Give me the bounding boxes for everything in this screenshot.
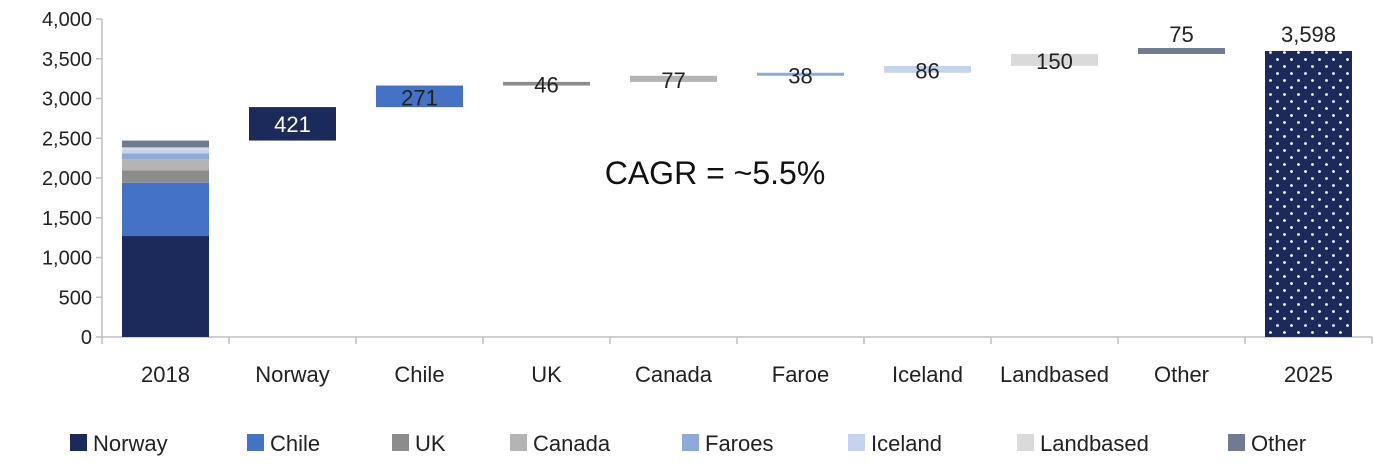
y-tick-label: 500 [59, 287, 92, 309]
legend-swatch-faroes [682, 434, 699, 451]
data-label: 421 [274, 112, 311, 137]
bar-norway [249, 107, 336, 141]
legend-label-norway: Norway [93, 431, 168, 456]
bar-iceland [884, 65, 971, 73]
data-label: 38 [788, 63, 812, 88]
bar-2018-iceland [122, 149, 209, 154]
bar-2018-chile [122, 182, 209, 237]
legend-swatch-norway [70, 434, 87, 451]
data-labels: 421 271 46 77 38 86 150 75 3,598 [274, 22, 1336, 137]
legend-label-landbased: Landbased [1040, 431, 1149, 456]
legend-label-iceland: Iceland [871, 431, 942, 456]
data-label: 46 [534, 73, 558, 98]
data-label: 77 [661, 68, 685, 93]
bar-2018-canada [122, 159, 209, 171]
bar-2018-landbased [122, 147, 209, 150]
y-tick-label: 2,500 [42, 128, 92, 150]
y-tick-label: 3,000 [42, 89, 92, 111]
legend-swatch-landbased [1017, 434, 1034, 451]
legend-swatch-chile [247, 434, 264, 451]
y-tick-label: 1,500 [42, 208, 92, 230]
bar-other [1138, 48, 1225, 54]
y-tick-label: 4,000 [42, 9, 92, 31]
x-category-label: Iceland [892, 362, 963, 387]
x-category-label: Faroe [772, 362, 829, 387]
x-category-label: UK [531, 362, 562, 387]
bar-faroe [757, 72, 844, 76]
data-label: 150 [1036, 49, 1073, 74]
bar-uk [503, 81, 590, 86]
legend-label-faroes: Faroes [705, 431, 773, 456]
legend-swatch-other [1228, 434, 1245, 451]
x-category-label: Landbased [1000, 362, 1109, 387]
data-label-total: 3,598 [1281, 22, 1336, 47]
bar-landbased [1011, 53, 1098, 66]
legend-label-chile: Chile [270, 431, 320, 456]
x-category-label: 2018 [141, 362, 190, 387]
bars [122, 48, 1352, 338]
bar-2018-norway [122, 236, 209, 337]
cagr-annotation: CAGR = ~5.5% [605, 155, 826, 191]
x-category-label: Canada [635, 362, 713, 387]
y-tick-label: 2,000 [42, 168, 92, 190]
legend-swatch-canada [510, 434, 527, 451]
bar-chile [376, 85, 463, 108]
legend-label-other: Other [1251, 431, 1306, 456]
data-label: 86 [915, 58, 939, 83]
x-category-label: Chile [394, 362, 444, 387]
y-tick-label: 1,000 [42, 248, 92, 270]
legend-swatch-uk [392, 434, 409, 451]
legend: Norway Chile UK Canada Faroes Iceland Landbase… [70, 431, 1306, 456]
legend-label-uk: UK [415, 431, 446, 456]
bar-2018-uk [122, 170, 209, 183]
bar-2018-faroes [122, 153, 209, 160]
bar-2025-total [1265, 50, 1352, 338]
legend-swatch-iceland [848, 434, 865, 451]
legend-label-canada: Canada [533, 431, 611, 456]
axes: 0 500 1,000 1,500 2,000 2,500 3,000 3,500 4,000 2… [42, 9, 1373, 387]
data-label: 75 [1169, 22, 1193, 47]
bar-canada [630, 75, 717, 82]
y-tick-label: 0 [81, 327, 92, 349]
x-category-label: Norway [255, 362, 330, 387]
data-label: 271 [401, 85, 438, 110]
x-category-label: Other [1154, 362, 1209, 387]
bar-2018-other [122, 140, 209, 148]
x-category-label: 2025 [1284, 362, 1333, 387]
y-tick-label: 3,500 [42, 49, 92, 71]
